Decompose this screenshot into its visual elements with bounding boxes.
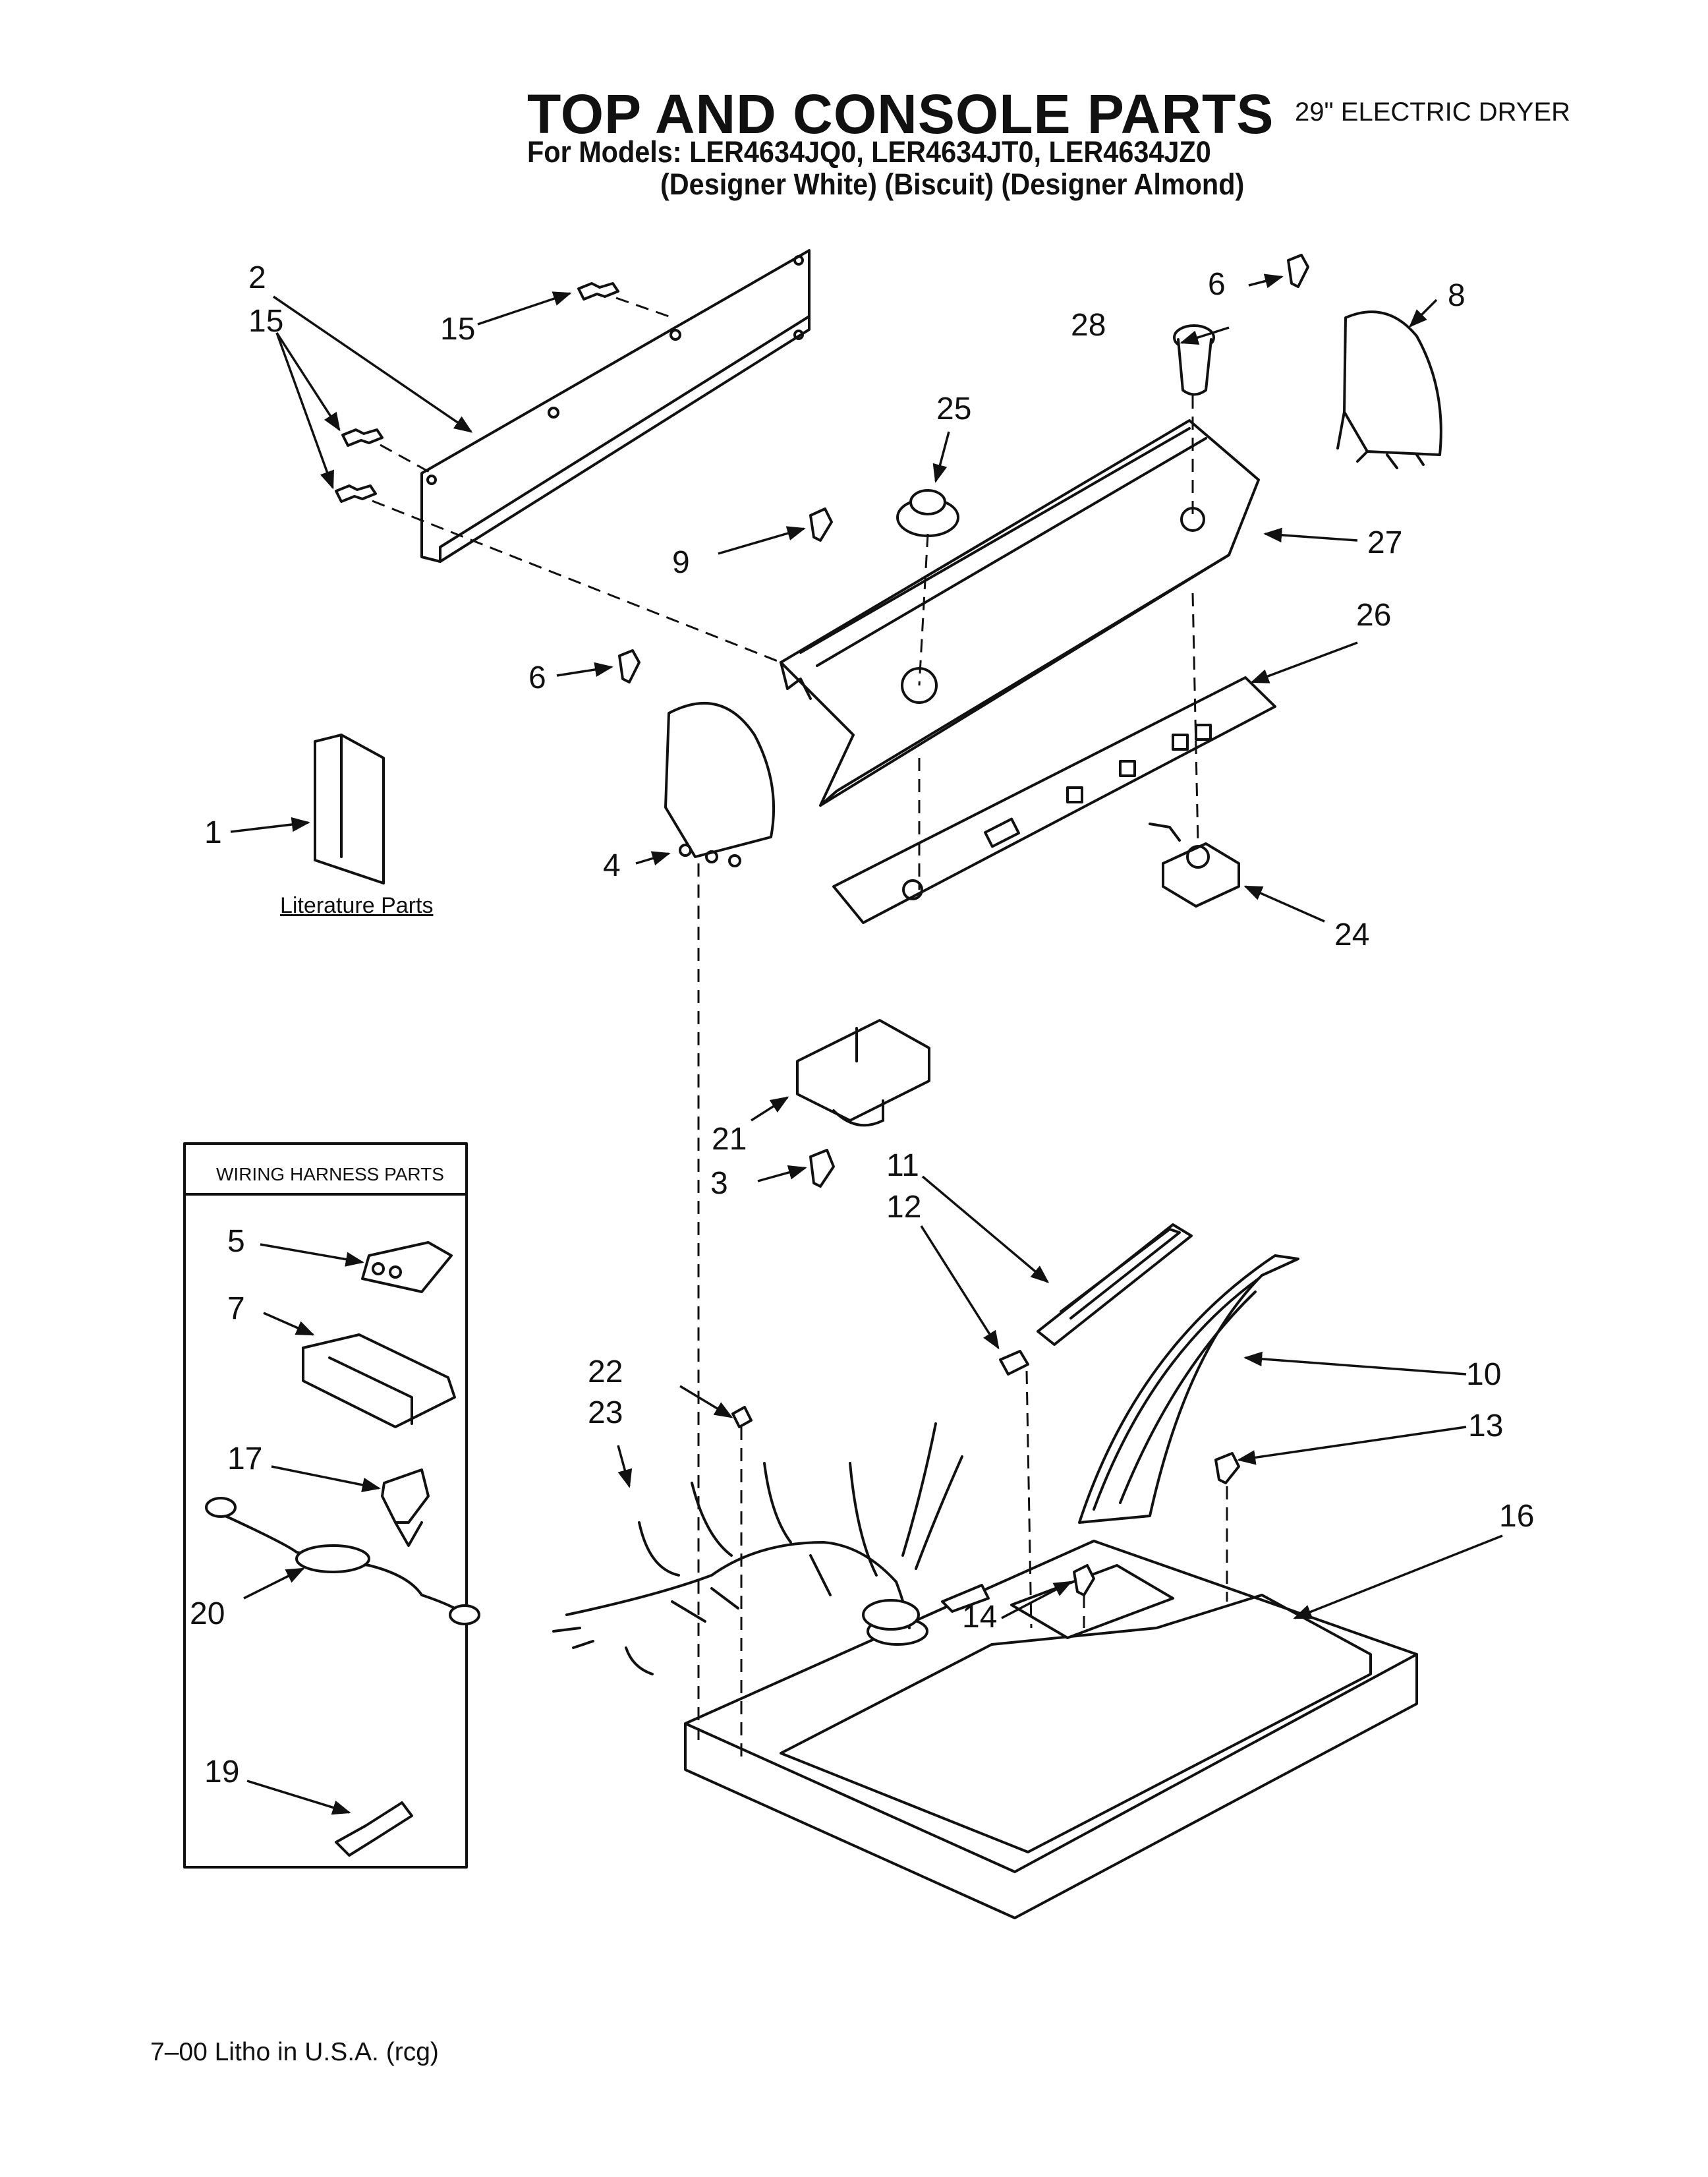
callout-4: 4	[603, 848, 621, 883]
screw-6-icon	[618, 254, 1309, 683]
terminal-block-7	[302, 1333, 456, 1428]
callout-1: 1	[204, 815, 222, 850]
callout-26: 26	[1356, 598, 1392, 633]
callout-21: 21	[712, 1122, 747, 1157]
callout-6: 6	[1208, 267, 1226, 302]
timer-knob-25	[896, 489, 959, 537]
callout-12: 12	[886, 1190, 922, 1225]
switch-12	[999, 1350, 1029, 1376]
terminal-19	[335, 1801, 413, 1857]
callout-23: 23	[588, 1395, 623, 1430]
clip-22	[731, 1406, 753, 1428]
timer-21	[796, 1019, 930, 1127]
callout-5: 5	[227, 1224, 245, 1259]
end-cap-left-4	[664, 702, 776, 867]
models-line: For Models: LER4634JQ0, LER4634JT0, LER4…	[527, 135, 1211, 169]
wiring-harness-23	[552, 1422, 963, 1675]
connector-5	[361, 1241, 453, 1293]
wiring-harness-title: WIRING HARNESS PARTS	[216, 1164, 444, 1184]
callout-2: 2	[248, 260, 266, 295]
callout-10: 10	[1466, 1357, 1502, 1392]
callout-15: 15	[440, 312, 476, 347]
literature-parts-label: Literature Parts	[280, 893, 434, 918]
callout-3: 3	[710, 1166, 728, 1201]
callout-7: 7	[227, 1291, 245, 1326]
callout-17: 17	[227, 1441, 263, 1476]
callout-14: 14	[962, 1600, 998, 1635]
screw-14-icon	[1073, 1564, 1095, 1596]
screw-9-icon	[809, 508, 833, 542]
callout-13: 13	[1468, 1408, 1504, 1443]
callout-6: 6	[528, 660, 546, 695]
callout-27: 27	[1367, 525, 1403, 560]
push-button-28	[1173, 324, 1215, 396]
callout-16: 16	[1499, 1499, 1535, 1534]
end-cap-right-8	[1336, 310, 1442, 469]
screw-3-icon	[809, 1149, 835, 1188]
cord-20	[205, 1497, 480, 1625]
literature-booklet-1	[314, 734, 385, 885]
colors-line: (Designer White) (Biscuit) (Designer Alm…	[660, 167, 1245, 201]
callout-19: 19	[204, 1755, 240, 1789]
screw-13-icon	[1214, 1452, 1240, 1484]
switch-24	[1149, 823, 1240, 908]
lint-screen-10	[1078, 1254, 1299, 1524]
callout-11: 11	[886, 1148, 919, 1183]
lint-cover-11	[1037, 1223, 1193, 1346]
top-cover-16	[684, 1540, 1418, 1919]
screw-15-icon	[335, 282, 619, 503]
callout-22: 22	[588, 1354, 623, 1389]
clip-17	[381, 1468, 430, 1547]
callout-8: 8	[1448, 278, 1466, 313]
dryer-type: 29" ELECTRIC DRYER	[1295, 98, 1571, 127]
callout-20: 20	[190, 1596, 225, 1631]
page-title: TOP AND CONSOLE PARTS	[527, 83, 1274, 145]
callout-9: 9	[672, 545, 690, 580]
litho-footer: 7–00 Litho in U.S.A. (rcg)	[150, 2038, 439, 2066]
rear-panel-part	[420, 249, 811, 563]
callout-28: 28	[1071, 308, 1106, 343]
callout-15: 15	[248, 304, 284, 339]
callout-25: 25	[936, 392, 972, 426]
callout-24: 24	[1334, 917, 1370, 952]
